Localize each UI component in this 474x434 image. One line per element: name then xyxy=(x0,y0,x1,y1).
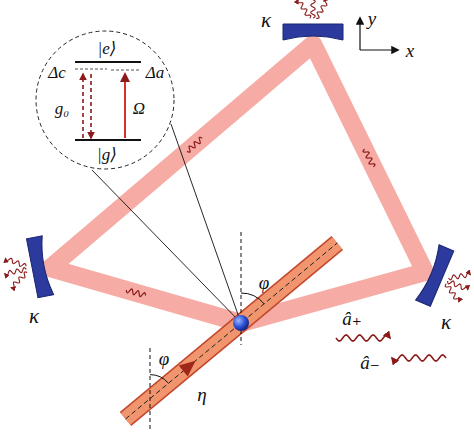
photon-wave xyxy=(126,289,145,297)
decay-wave xyxy=(448,266,470,286)
decay-rate: κ xyxy=(29,306,39,327)
angle-arc xyxy=(241,293,264,304)
excited-level xyxy=(75,61,141,63)
level-label: Ω xyxy=(133,100,145,117)
inset-outline xyxy=(36,31,174,169)
mirror xyxy=(0,236,54,303)
mode-label: â₊ xyxy=(342,309,362,328)
axis-label: x xyxy=(406,41,414,60)
atom xyxy=(233,315,249,331)
mirror xyxy=(416,245,474,317)
photon-wave xyxy=(363,149,375,167)
decay-wave xyxy=(311,0,315,18)
mirror xyxy=(283,0,343,40)
angle-arc xyxy=(150,375,168,384)
decay-wave xyxy=(9,272,30,289)
pump-arrowhead xyxy=(179,361,196,377)
decay-wave xyxy=(4,267,26,276)
decay-rate: κ xyxy=(261,10,271,31)
mode-arrow xyxy=(336,335,390,341)
level-label: Δa xyxy=(146,64,164,81)
mirrors xyxy=(0,0,474,317)
pump-edge xyxy=(126,243,338,419)
angle-label: φ xyxy=(259,273,270,292)
pump-beam xyxy=(126,243,338,419)
axis-arrow xyxy=(359,18,360,50)
pump-label: η xyxy=(197,385,206,404)
photon-wave xyxy=(187,137,202,152)
vertical-reference xyxy=(150,348,151,430)
virtual-level xyxy=(75,69,107,70)
level-label: g₀ xyxy=(55,100,69,117)
leader-line xyxy=(171,124,241,323)
level-label: |g⟩ xyxy=(97,146,117,163)
leader-line xyxy=(92,170,241,323)
mirror-body xyxy=(26,236,53,298)
angle-label: φ xyxy=(159,349,170,368)
decay-rate: κ xyxy=(441,312,451,333)
ground-level xyxy=(75,139,141,141)
drive-arrow xyxy=(124,74,126,138)
mode-label: â₋ xyxy=(360,353,380,372)
pump-band xyxy=(126,243,338,419)
mode-arrow xyxy=(392,355,446,361)
axis-label: y xyxy=(368,9,376,28)
inset-circle: |e⟩ Δc Δa g₀ Ω |g⟩ xyxy=(35,30,175,170)
virtual-level xyxy=(111,70,141,71)
mirror-body xyxy=(416,245,454,306)
decay-wave xyxy=(297,0,311,18)
pump-axis xyxy=(126,243,338,419)
decay-wave xyxy=(441,284,463,302)
axis-arrow xyxy=(360,49,398,50)
decay-wave xyxy=(316,0,328,18)
decay-wave xyxy=(5,255,26,270)
coupling-arrow xyxy=(82,74,84,138)
level-label: Δc xyxy=(48,64,66,81)
level-label: |e⟩ xyxy=(98,40,117,57)
mirror-body xyxy=(283,24,343,40)
coupling-arrow xyxy=(90,74,92,138)
